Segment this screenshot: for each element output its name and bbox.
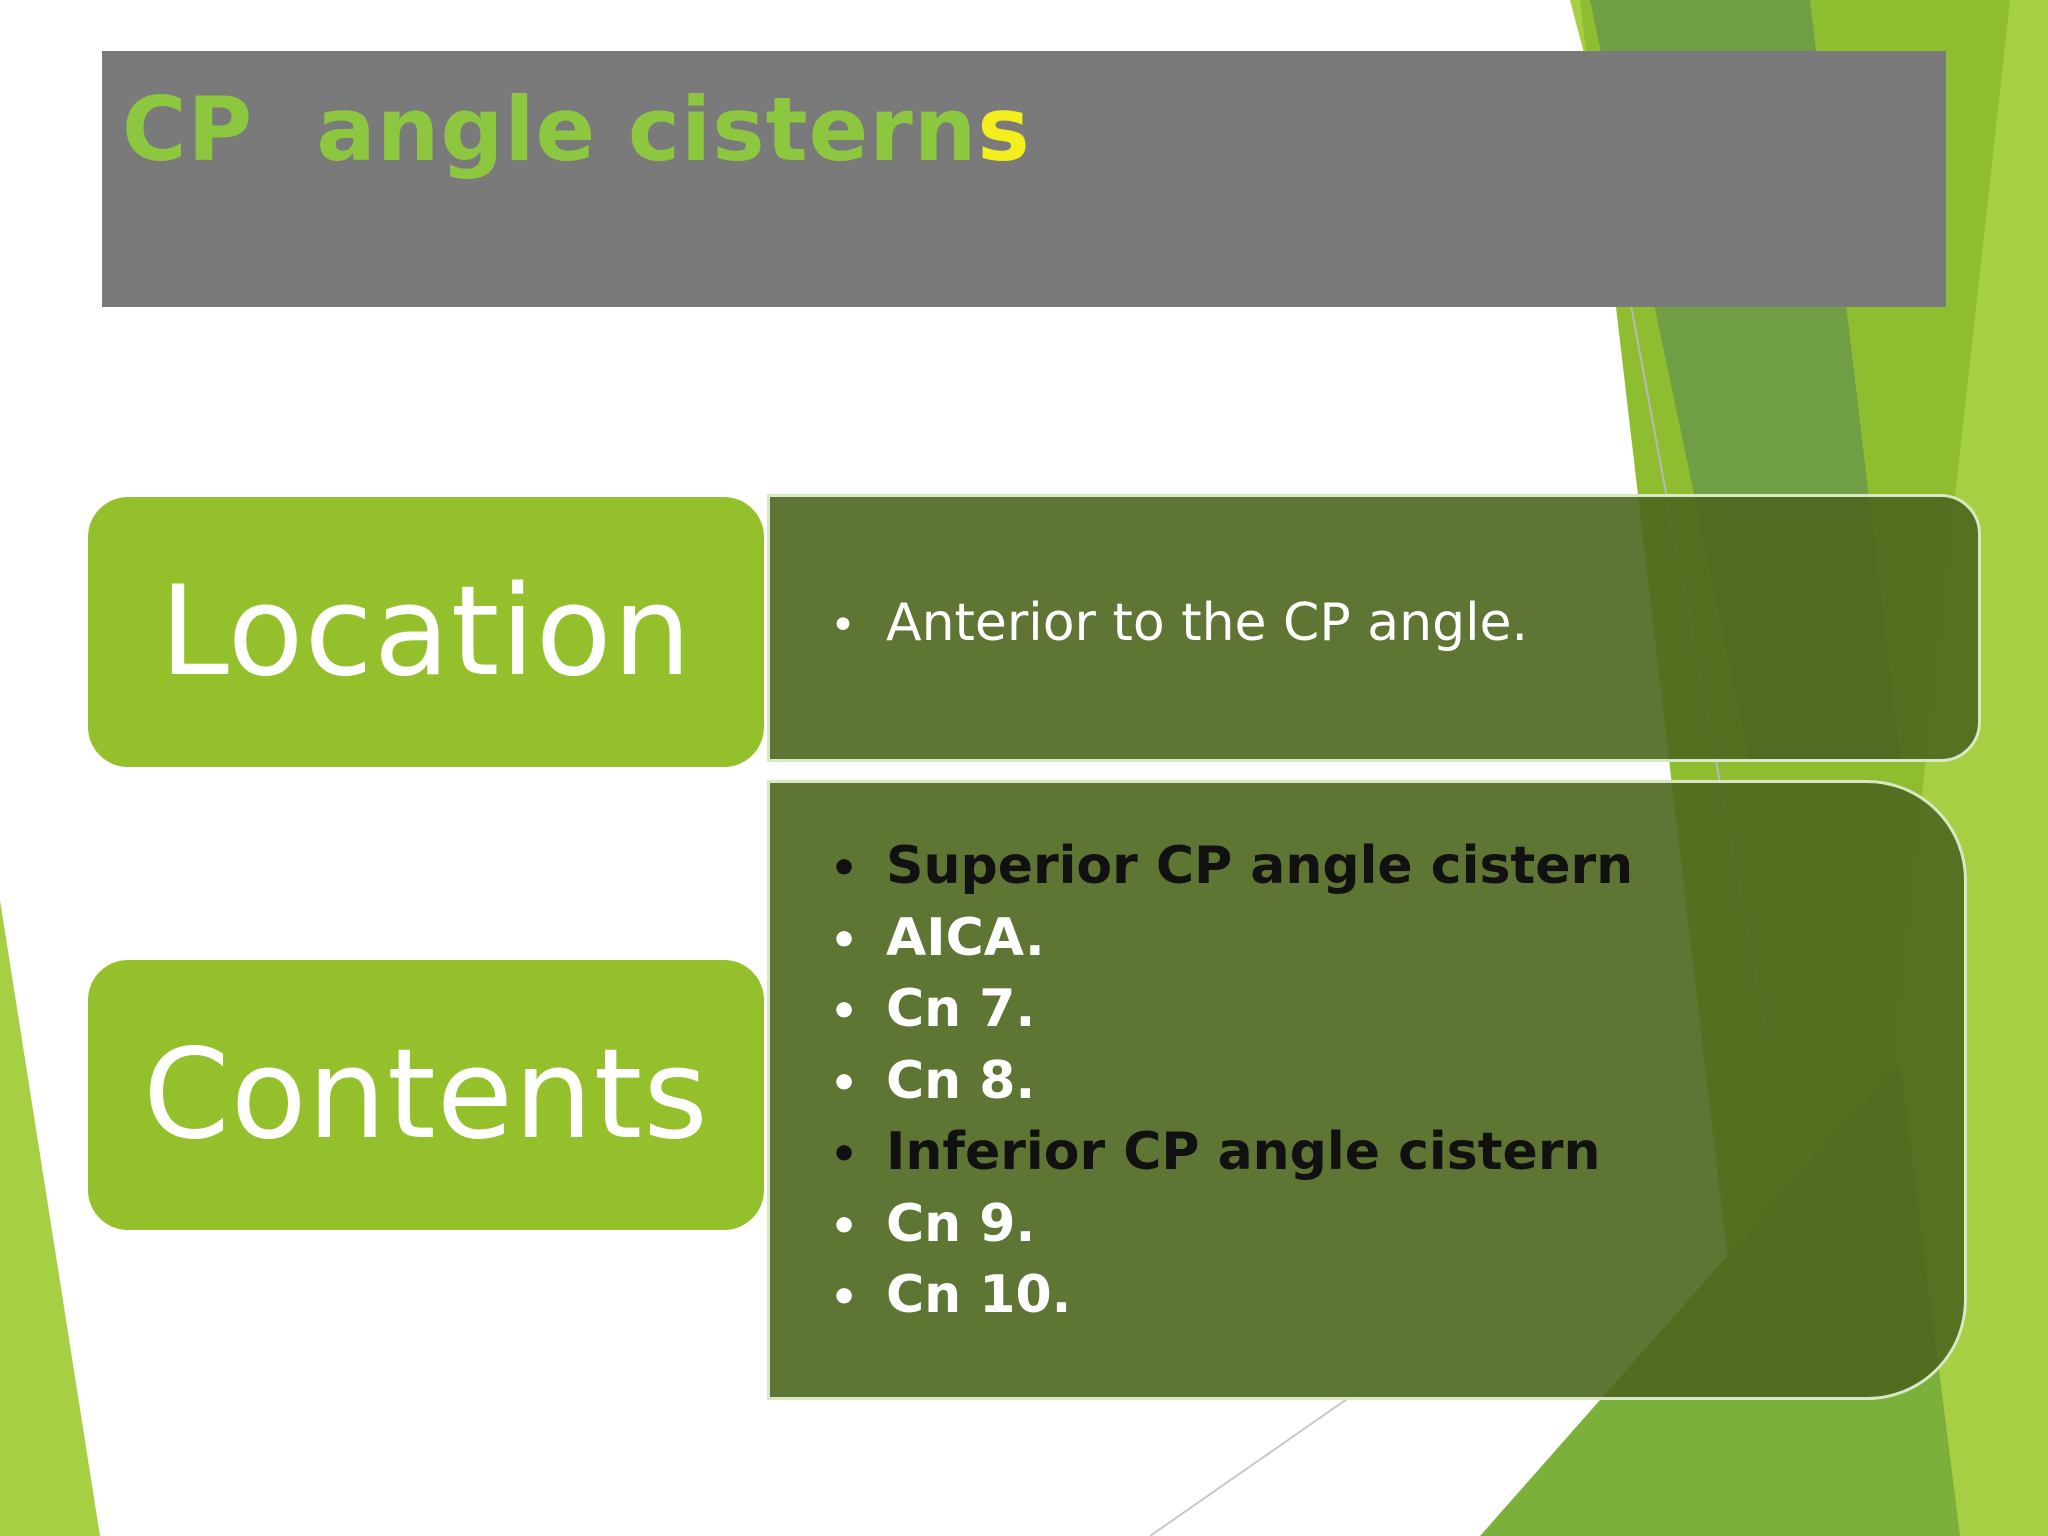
bullet-icon: • <box>830 914 859 966</box>
list-item-text: Cn 7. <box>886 979 1036 1039</box>
list-item: • Cn 7. <box>770 975 1964 1047</box>
list-item: • AICA. <box>770 904 1964 976</box>
list-item-text: AICA. <box>886 907 1045 968</box>
bullet-icon: • <box>830 1057 859 1109</box>
list-item-text: Cn 8. <box>886 1050 1036 1111</box>
list-item: • Cn 9. <box>770 1190 1964 1262</box>
bullet-icon: • <box>830 600 856 651</box>
contents-label-box: Contents <box>88 960 764 1230</box>
title-bar <box>102 51 1946 307</box>
location-label: Location <box>159 560 693 704</box>
bullet-icon: • <box>830 843 859 894</box>
contents-list: • Superior CP angle cistern • AICA. • Cn… <box>770 832 1964 1333</box>
list-item: • Cn 10. <box>770 1261 1964 1333</box>
bullet-icon: • <box>830 1129 859 1180</box>
slide-title-last-letter: s <box>977 78 1031 181</box>
location-content-box: • Anterior to the CP angle. <box>767 494 1981 762</box>
list-item-text: Inferior CP angle cistern <box>886 1122 1601 1182</box>
bullet-icon: • <box>830 1272 859 1323</box>
slide-title: CP angle cisterns <box>122 70 1031 190</box>
slide-title-main: CP angle cistern <box>122 78 978 181</box>
list-item: • Anterior to the CP angle. <box>770 589 1978 661</box>
bullet-icon: • <box>830 1200 859 1252</box>
left-stripe <box>0 900 100 1536</box>
contents-content-box: • Superior CP angle cistern • AICA. • Cn… <box>767 780 1967 1400</box>
list-item-text: Superior CP angle cistern <box>886 836 1634 896</box>
list-item: • Superior CP angle cistern <box>770 832 1964 904</box>
list-item-text: Cn 9. <box>886 1193 1036 1254</box>
list-item-text: Anterior to the CP angle. <box>886 593 1529 653</box>
location-list: • Anterior to the CP angle. <box>770 589 1978 661</box>
list-item-text: Cn 10. <box>886 1265 1072 1325</box>
contents-label: Contents <box>143 1023 709 1167</box>
thin-line-2 <box>1149 1389 1361 1536</box>
location-label-box: Location <box>88 497 764 767</box>
bullet-icon: • <box>830 986 859 1037</box>
list-item: • Cn 8. <box>770 1047 1964 1119</box>
list-item: • Inferior CP angle cistern <box>770 1118 1964 1190</box>
